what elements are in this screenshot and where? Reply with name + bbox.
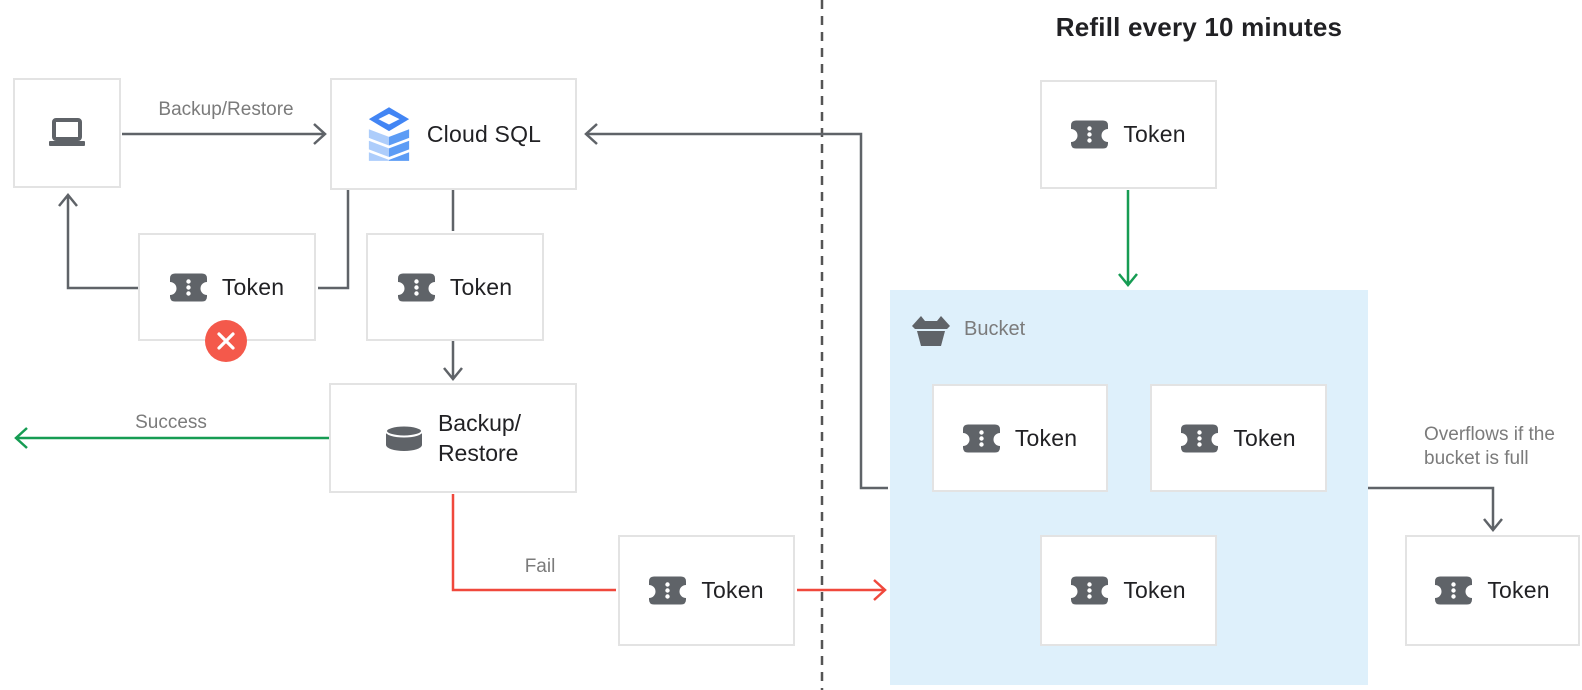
token-overflow-node: Token — [1405, 535, 1580, 646]
arrow-denied-token-to-laptop — [58, 193, 138, 290]
cloud-sql-icon — [368, 106, 409, 162]
edge-label-overflow: Overflows if the bucket is full — [1424, 424, 1555, 469]
backup-restore-node: Backup/ Restore — [329, 383, 577, 493]
laptop-icon — [49, 118, 85, 146]
token-refill-node: Token — [1040, 80, 1217, 189]
arrow-success — [14, 427, 329, 449]
token-label: Token — [221, 273, 285, 300]
edge-label-fail: Fail — [524, 556, 556, 577]
token-fail-node: Token — [618, 535, 795, 646]
bucket-header: Bucket — [911, 313, 1025, 346]
line-fail-to-token — [451, 494, 616, 592]
database-cylinder-icon — [384, 424, 423, 451]
token-ticket-icon — [1071, 120, 1109, 149]
token-label: Token — [1233, 424, 1296, 451]
arrow-bucket-overflow — [1368, 486, 1503, 532]
token-denied-node: Token — [138, 233, 316, 341]
token-accepted-node: Token — [366, 233, 544, 341]
token-label: Token — [701, 577, 764, 603]
refill-title: Refill every 10 minutes — [1055, 12, 1343, 42]
token-label: Token — [1123, 577, 1186, 603]
edge-label-success: Success — [135, 412, 207, 433]
token-label: Token — [449, 273, 513, 300]
x-glyph — [217, 332, 235, 350]
edge-label-backup-restore: Backup/Restore — [158, 99, 294, 120]
token-ticket-icon — [649, 576, 687, 605]
arrow-refill-token-to-bucket — [1118, 190, 1138, 287]
token-label: Token — [1123, 121, 1186, 147]
arrow-token-to-backup-restore — [443, 341, 463, 381]
token-ticket-icon — [1181, 424, 1219, 452]
token-ticket-icon — [962, 424, 1000, 452]
arrow-bucket-to-cloudsql — [584, 123, 888, 490]
error-x-icon — [205, 320, 247, 362]
cloud-sql-label: Cloud SQL — [426, 120, 542, 147]
token-ticket-icon — [1071, 576, 1109, 605]
arrow-laptop-to-cloudsql — [122, 123, 327, 145]
backup-restore-label: Backup/ Restore — [437, 410, 522, 466]
line-cloudsql-to-denied-token — [318, 190, 350, 290]
bucket-token-node: Token — [932, 384, 1108, 492]
token-ticket-icon — [397, 273, 435, 301]
bucket-token-node: Token — [1040, 535, 1217, 646]
bucket-label: Bucket — [964, 318, 1026, 340]
token-label: Token — [1014, 424, 1078, 451]
token-ticket-icon — [169, 273, 207, 301]
cloud-sql-node: Cloud SQL — [330, 78, 577, 190]
client-laptop-node — [13, 78, 121, 188]
token-ticket-icon — [1435, 576, 1473, 605]
bucket-token-node: Token — [1150, 384, 1327, 492]
token-label: Token — [1487, 577, 1550, 603]
arrow-fail-token-to-bucket — [797, 579, 887, 601]
bucket-icon — [912, 316, 950, 346]
